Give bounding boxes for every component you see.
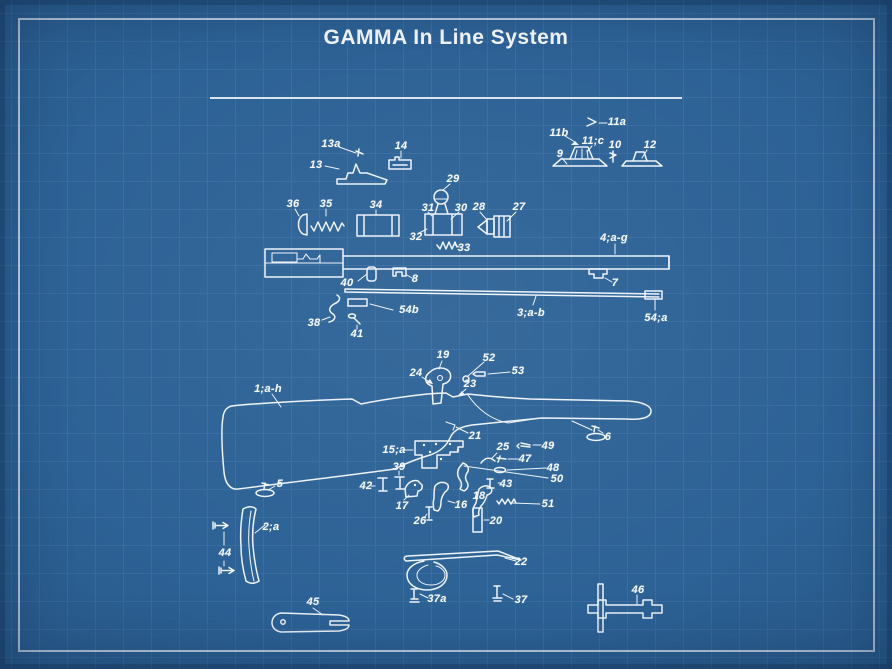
trigger-guard-drawing <box>403 550 522 603</box>
cleaning-rod-drawing <box>321 288 663 330</box>
barrel-receiver-drawing <box>264 243 670 283</box>
front-sight-drawing <box>324 146 412 185</box>
bolt-assembly-drawing <box>294 183 517 250</box>
trigger-parts-drawing <box>370 442 549 533</box>
takedown-tool-drawing <box>587 583 663 633</box>
hammer-group-drawing <box>421 360 511 405</box>
rear-sight-drawing <box>552 117 663 167</box>
flat-tool-drawing <box>271 607 350 633</box>
trigger-housing-drawing <box>403 440 464 469</box>
buttplate-drawing <box>212 506 266 584</box>
